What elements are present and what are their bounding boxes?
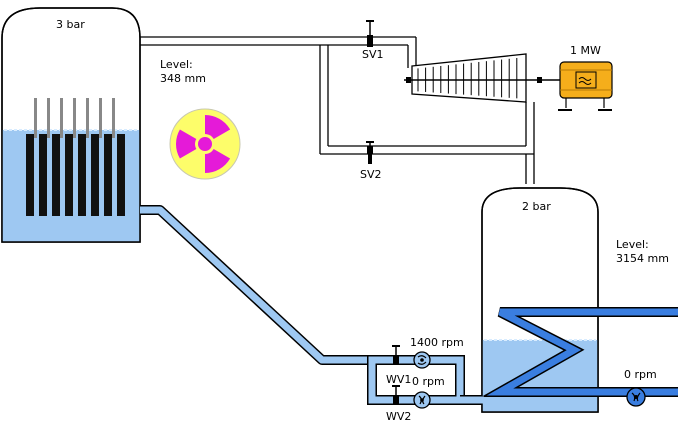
control-rod [47,98,50,138]
generator-output-label: 1 MW [570,44,601,57]
wv1-label: WV1 [386,373,411,386]
condenser-vessel [481,187,599,413]
fuel-rod [91,134,99,216]
feedwater-pipes [140,205,484,405]
condenser-pressure-label: 2 bar [522,200,551,213]
control-rod [73,98,76,138]
wv2-label: WV2 [386,410,411,423]
fuel-rods [26,134,125,216]
wp2-speed-label: 0 rpm [412,375,445,388]
sv1-valve[interactable] [366,20,374,47]
control-rods [34,98,115,138]
condenser-level-value: 3154 mm [616,252,669,265]
wv1-valve[interactable] [392,345,400,365]
condenser-level-label: Level: [616,238,649,251]
control-rod [60,98,63,138]
fuel-rod [39,134,47,216]
steam-pipe-main [140,36,535,184]
sv1-label: SV1 [362,48,384,61]
cooling-pump-icon[interactable] [626,387,646,407]
control-rod [34,98,37,138]
reactor-level-value: 348 mm [160,72,206,85]
turbine-icon [404,53,560,103]
control-rod [86,98,89,138]
fuel-rod [52,134,60,216]
reactor-level-label: Level: [160,58,193,71]
generator-icon [558,61,613,111]
fuel-rod [104,134,112,216]
fuel-rod [26,134,34,216]
fuel-rod [78,134,86,216]
cooling-pump-speed-label: 0 rpm [624,368,657,381]
wp1-pump-icon[interactable] [413,351,431,369]
wv2-valve[interactable] [392,385,400,405]
wp2-pump-icon[interactable] [413,391,431,409]
control-rod [99,98,102,138]
control-rod [112,98,115,138]
sv2-valve[interactable] [366,141,374,164]
wp1-speed-label: 1400 rpm [410,336,464,349]
sv2-label: SV2 [360,168,382,181]
reactor-pressure-label: 3 bar [56,18,85,31]
fuel-rod [117,134,125,216]
fuel-rod [65,134,73,216]
radiation-icon [169,108,241,180]
